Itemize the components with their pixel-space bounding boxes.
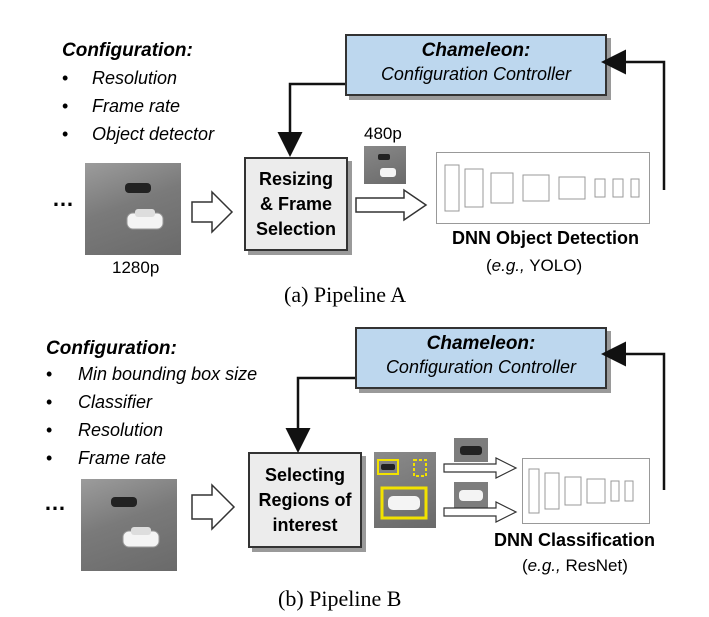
config-item-min-bbox: Min bounding box size <box>78 364 258 384</box>
video-frame-front <box>84 162 182 256</box>
stage-selecting-regions: Selecting Regions of interest <box>248 452 362 548</box>
controller-title-a: Chameleon: <box>421 40 531 61</box>
output-resolution-a: 480p <box>364 124 402 143</box>
input-resolution-a: 1280p <box>112 258 160 277</box>
bullet-icon: • <box>62 68 69 88</box>
dnn-example-a: (e.g., YOLO) <box>486 256 583 275</box>
config-item-object-detector: Object detector <box>92 124 215 144</box>
config-title-b: Configuration: <box>46 338 177 359</box>
dnn-architecture-a <box>436 152 650 224</box>
dnn-example-b: (e.g., ResNet) <box>522 556 628 575</box>
config-item-classifier: Classifier <box>78 392 153 412</box>
example-model: YOLO <box>529 256 577 275</box>
example-prefix: e.g., <box>527 556 561 575</box>
cropped-region-white-car <box>454 482 488 508</box>
dnn-label-a: DNN Object Detection <box>452 228 640 248</box>
dnn-architecture-b <box>522 458 650 524</box>
block-arrow-input-a <box>191 190 234 234</box>
caption-a: (a) Pipeline A <box>284 282 407 307</box>
controller-title-b: Chameleon: <box>426 333 536 354</box>
stage-resizing-frame-selection: Resizing & Frame Selection <box>244 157 348 251</box>
bullet-icon: • <box>46 364 53 384</box>
bullet-icon: • <box>62 96 69 116</box>
cropped-region-dark-car <box>454 438 488 462</box>
video-frame-front <box>80 478 178 572</box>
feedback-arrow-a <box>601 49 666 190</box>
config-item-resolution: Resolution <box>92 68 178 88</box>
small-frame-image <box>364 146 406 184</box>
feedback-arrow-b <box>601 341 666 490</box>
config-item-resolution-b: Resolution <box>78 420 164 440</box>
config-item-frame-rate-b: Frame rate <box>78 448 167 468</box>
controller-subtitle-a: Configuration Controller <box>380 64 572 84</box>
car-image <box>125 183 164 230</box>
config-item-frame-rate: Frame rate <box>92 96 181 116</box>
bullet-icon: • <box>62 124 69 144</box>
region-frame-image <box>374 452 436 528</box>
block-arrow-region-top <box>443 457 518 479</box>
ellipsis-b: … <box>44 490 66 515</box>
example-prefix: e.g., <box>491 256 525 275</box>
caption-b: (b) Pipeline B <box>278 586 402 611</box>
car-image <box>111 497 160 548</box>
bullet-icon: • <box>46 392 53 412</box>
ellipsis-a: … <box>52 186 74 211</box>
block-arrow-region-bottom <box>443 501 518 523</box>
dnn-label-b: DNN Classification <box>494 530 656 550</box>
block-arrow-input-b <box>191 483 236 531</box>
bullet-icon: • <box>46 420 53 440</box>
block-arrow-output-a <box>355 188 428 222</box>
controller-subtitle-b: Configuration Controller <box>385 357 577 377</box>
bullet-icon: • <box>46 448 53 468</box>
control-arrow-b <box>285 376 355 453</box>
controller-box-b: Chameleon: Configuration Controller <box>355 327 607 389</box>
config-title-a: Configuration: <box>62 40 193 61</box>
control-arrow-a <box>277 82 345 157</box>
example-model: ResNet <box>565 556 623 575</box>
